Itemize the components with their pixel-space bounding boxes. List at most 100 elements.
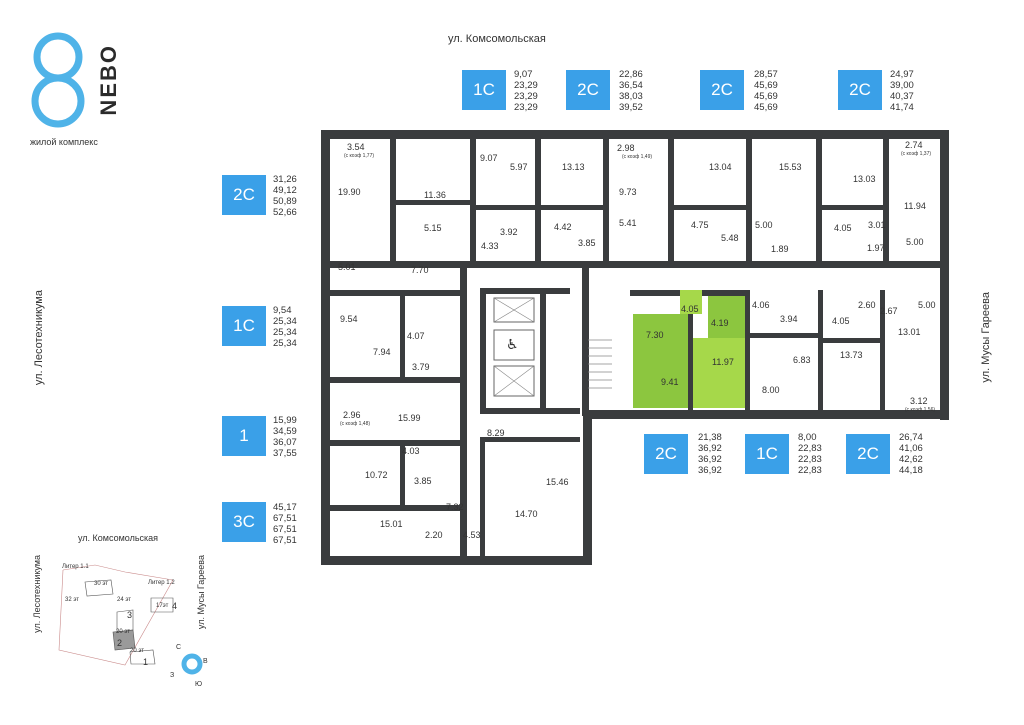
- room-area: 4.05: [832, 316, 850, 326]
- room-area: 11.97: [712, 357, 734, 367]
- room-area: 11.94: [904, 201, 926, 211]
- room-area: 13.01: [898, 327, 921, 337]
- room-area: 5.00: [755, 220, 773, 230]
- room-area: 11.36: [424, 190, 446, 200]
- site-map: [58, 564, 174, 666]
- minimap-label: 4: [172, 601, 178, 611]
- room-area-note: (с коэф 1,49): [622, 154, 653, 160]
- room-area: 15.99: [398, 413, 421, 423]
- minimap-label: 1: [143, 657, 149, 667]
- room-area: 15.46: [546, 477, 569, 487]
- apartment-badge[interactable]: 2С: [644, 434, 688, 474]
- room-area-note: (с коэф 1,56): [905, 407, 936, 413]
- room-area-note: (с коэф 1,48): [340, 421, 371, 427]
- minimap-label: 3: [127, 610, 133, 620]
- room-area: 3.54: [347, 142, 365, 152]
- minimap-street-left: ул. Лесотехникума: [32, 555, 42, 633]
- room-area: 3.85: [414, 476, 432, 486]
- room-area: 2.96: [343, 410, 361, 420]
- room-area: 3.79: [412, 362, 430, 372]
- room-area: 4.33: [481, 241, 499, 251]
- room-area: 2.98: [617, 143, 635, 153]
- minimap-label: 2: [117, 638, 123, 648]
- apartment-badge[interactable]: 3С: [222, 502, 266, 542]
- room-area-note: (с коэф 1,37): [901, 151, 932, 157]
- apartment-badge[interactable]: 2С: [846, 434, 890, 474]
- room-area: 8.00: [762, 385, 780, 395]
- room-area: 13.03: [853, 174, 876, 184]
- apartment-badge[interactable]: 2С: [566, 70, 610, 110]
- room-area: 9.54: [340, 314, 358, 324]
- room-area: 5.15: [424, 223, 442, 233]
- room-area: 13.04: [709, 162, 732, 172]
- apartment-badge[interactable]: 1: [222, 416, 266, 456]
- room-area: 3.94: [780, 314, 798, 324]
- minimap-label: 30 эт: [94, 581, 109, 587]
- room-area: 8.29: [487, 428, 505, 438]
- compass-east: В: [203, 658, 208, 665]
- room-area: 9.07: [480, 153, 498, 163]
- room-area: 7.70: [411, 265, 429, 275]
- compass-icon: [181, 653, 203, 675]
- room-area: 4.53: [463, 530, 481, 540]
- room-area: 4.07: [407, 331, 425, 341]
- minimap-label: 20 эт: [130, 648, 145, 654]
- room-area: 10.72: [365, 470, 388, 480]
- room-area: 4.05: [681, 304, 699, 314]
- room-area: 3.01: [868, 220, 886, 230]
- apartment-badge[interactable]: 1С: [745, 434, 789, 474]
- apartment-badge[interactable]: 2С: [222, 175, 266, 215]
- apartment-badge[interactable]: 1С: [462, 70, 506, 110]
- room-area: 3.85: [578, 238, 596, 248]
- room-area: 15.53: [779, 162, 802, 172]
- minimap-street-right: ул. Мусы Гареева: [196, 555, 206, 630]
- room-area: 4.03: [402, 446, 420, 456]
- room-area: 5.41: [619, 218, 637, 228]
- room-area: 4.75: [691, 220, 709, 230]
- room-area: 7.94: [373, 347, 391, 357]
- compass-west: З: [170, 672, 175, 679]
- apartment-badge[interactable]: 2С: [700, 70, 744, 110]
- room-area: 4.19: [711, 318, 729, 328]
- room-area: 4.05: [834, 223, 852, 233]
- minimap-street-top: ул. Комсомольская: [78, 533, 159, 543]
- room-area: 7.30: [646, 330, 664, 340]
- room-area: 9.73: [619, 187, 637, 197]
- room-area: 5.00: [918, 300, 936, 310]
- room-area: 2.20: [425, 530, 443, 540]
- minimap-label: 24 эт: [117, 597, 132, 603]
- room-area: 2.60: [858, 300, 876, 310]
- minimap-label: 20 эт: [116, 629, 131, 635]
- room-area: 13.73: [840, 350, 863, 360]
- room-area: 9.41: [661, 377, 679, 387]
- logo-eight-icon: [31, 32, 85, 128]
- room-area: 3.92: [500, 227, 518, 237]
- room-area: 4.42: [554, 222, 572, 232]
- accessible-elevator-icon: ♿: [506, 336, 519, 352]
- room-area: 5.01: [338, 262, 356, 272]
- room-area: 1.97: [867, 243, 885, 253]
- apartment-badge[interactable]: 1С: [222, 306, 266, 346]
- minimap-label: Литер 1.1: [62, 564, 89, 570]
- minimap-label: 32 эт: [65, 597, 80, 603]
- room-area: 19.90: [338, 187, 361, 197]
- minimap-label: Литер 1.2: [148, 580, 175, 586]
- room-area: 2.74: [905, 140, 923, 150]
- apartment-badge[interactable]: 2С: [838, 70, 882, 110]
- street-top: ул. Комсомольская: [448, 33, 546, 45]
- room-area: 4.06: [752, 300, 770, 310]
- room-area-note: (с коэф 1,77): [344, 153, 375, 159]
- room-area: 6.83: [793, 355, 811, 365]
- room-area: 3.12: [910, 396, 928, 406]
- room-area: 1.89: [771, 244, 789, 254]
